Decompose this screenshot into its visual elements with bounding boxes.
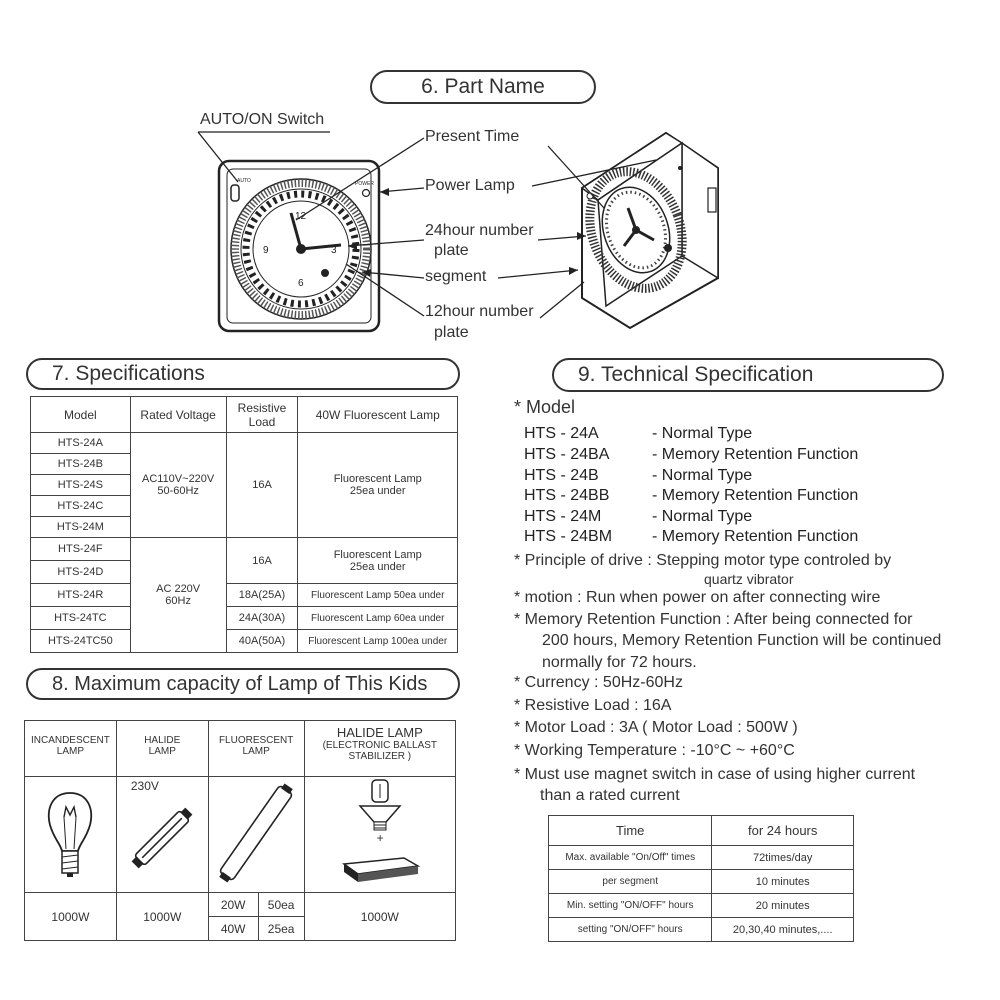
model-row: HTS - 24BM- Memory Retention Function bbox=[524, 528, 859, 545]
incandescent-value: 1000W bbox=[24, 892, 117, 941]
model-row: HTS - 24BB- Memory Retention Function bbox=[524, 487, 859, 504]
halide-ballast-icon bbox=[341, 779, 421, 882]
spec-header-model: Model bbox=[30, 396, 131, 433]
number-plate-12-label-cont: plate bbox=[434, 324, 469, 341]
halide-lamp-icon bbox=[131, 807, 193, 869]
technical-heading: 9. Technical Specification bbox=[552, 358, 944, 392]
spec-model-cell: HTS-24D bbox=[30, 560, 131, 584]
spec-header-load: Resistive Load bbox=[225, 396, 299, 433]
spec-lamp-r: Fluorescent Lamp 50ea under bbox=[297, 583, 458, 607]
spec-model-cell: HTS-24B bbox=[30, 453, 131, 475]
halide-ballast-cell: + bbox=[303, 776, 457, 893]
spec-load-group1: 16A bbox=[225, 432, 299, 538]
model-row: HTS - 24BA- Memory Retention Function bbox=[524, 446, 859, 463]
spec-lamp-tc50: Fluorescent Lamp 100ea under bbox=[297, 629, 458, 653]
fluorescent-lamp-icon bbox=[207, 776, 305, 893]
time-header-right: for 24 hours bbox=[711, 815, 854, 846]
resistive-line: * Resistive Load : 16A bbox=[514, 697, 672, 714]
fluor-40w-count: 25ea bbox=[257, 916, 305, 941]
fluor-40w: 40W bbox=[207, 916, 259, 941]
plus-sign: + bbox=[376, 831, 384, 845]
halide-value: 1000W bbox=[115, 892, 209, 941]
fluor-20w-count: 50ea bbox=[257, 892, 305, 917]
magnet-cont: than a rated current bbox=[540, 787, 680, 804]
spec-load-group2: 16A bbox=[225, 537, 299, 584]
motor-line: * Motor Load : 3A ( Motor Load : 500W ) bbox=[514, 719, 798, 736]
time-table: Time for 24 hours Max. available "On/Off… bbox=[547, 815, 854, 942]
number-plate-24-label: 24hour number bbox=[425, 222, 534, 239]
svg-text:9: 9 bbox=[263, 245, 269, 256]
principle-cont: quartz vibrator bbox=[704, 571, 794, 587]
svg-text:3: 3 bbox=[331, 245, 337, 256]
auto-on-switch-label: AUTO/ON Switch bbox=[200, 111, 325, 128]
number-plate-12-label: 12hour number bbox=[425, 303, 534, 320]
svg-text:6: 6 bbox=[298, 278, 304, 289]
power-lamp-shape bbox=[361, 188, 371, 198]
spec-model-cell: HTS-24A bbox=[30, 432, 131, 454]
number-plate-24-label-cont: plate bbox=[434, 242, 469, 259]
spec-header-voltage: Rated Voltage bbox=[129, 396, 227, 433]
specifications-heading: 7. Specifications bbox=[26, 358, 460, 390]
model-row: HTS - 24B- Normal Type bbox=[524, 467, 753, 484]
timer-perspective-illustration bbox=[580, 131, 719, 330]
motion-line: * motion : Run when power on after conne… bbox=[514, 589, 881, 606]
halide-voltage: 230V bbox=[130, 779, 159, 793]
time-header-left: Time bbox=[547, 815, 713, 846]
magnet-line: * Must use magnet switch in case of usin… bbox=[514, 766, 916, 783]
spec-model-cell: HTS-24C bbox=[30, 495, 131, 517]
spec-model-cell: HTS-24F bbox=[30, 537, 131, 561]
auto-on-switch-shape bbox=[230, 184, 240, 202]
power-lamp-label: Power Lamp bbox=[425, 177, 515, 194]
svg-text:POWER: POWER bbox=[355, 181, 374, 187]
halide-lamp-cell: 230V bbox=[115, 776, 209, 893]
segment-label: segment bbox=[425, 268, 487, 285]
model-list: HTS - 24A- Normal Type HTS - 24BA- Memor… bbox=[524, 425, 858, 549]
spec-load-tc50: 40A(50A) bbox=[225, 629, 299, 653]
spec-model-cell: HTS-24TC50 bbox=[30, 629, 131, 653]
spec-model-cell: HTS-24TC bbox=[30, 606, 131, 630]
part-name-heading: 6. Part Name bbox=[370, 70, 596, 104]
specifications-table: Model Rated Voltage Resistive Load 40W F… bbox=[30, 396, 458, 653]
memory-cont-1: 200 hours, Memory Retention Function wil… bbox=[542, 632, 942, 649]
time-row-label: setting "ON/OFF" hours bbox=[547, 917, 713, 942]
spec-model-cell: HTS-24M bbox=[30, 516, 131, 538]
currency-line: * Currency : 50Hz-60Hz bbox=[514, 674, 683, 691]
present-time-label: Present Time bbox=[425, 128, 520, 145]
working-temp-line: * Working Temperature : -10°C ~ +60°C bbox=[514, 742, 795, 759]
memory-line: * Memory Retention Function : After bein… bbox=[514, 611, 913, 628]
spec-load-tc: 24A(30A) bbox=[225, 606, 299, 630]
halide-ballast-value: 1000W bbox=[303, 892, 457, 941]
spec-model-cell: HTS-24R bbox=[30, 583, 131, 607]
model-title: * Model bbox=[514, 397, 576, 417]
spec-lamp-tc: Fluorescent Lamp 60ea under bbox=[297, 606, 458, 630]
time-row-label: Max. available "On/Off" times bbox=[547, 845, 713, 870]
time-row-label: per segment bbox=[547, 869, 713, 894]
spec-header-lamp: 40W Fluorescent Lamp bbox=[297, 396, 458, 433]
model-row: HTS - 24M- Normal Type bbox=[524, 508, 753, 525]
incandescent-lamp-icon bbox=[24, 776, 117, 893]
time-row-label: Min. setting "ON/OFF" hours bbox=[547, 893, 713, 918]
spec-model-cell: HTS-24S bbox=[30, 474, 131, 496]
time-row-value: 72times/day bbox=[711, 845, 854, 870]
time-row-value: 10 minutes bbox=[711, 869, 854, 894]
spec-load-r: 18A(25A) bbox=[225, 583, 299, 607]
time-row-value: 20 minutes bbox=[711, 893, 854, 918]
memory-cont-2: normally for 72 hours. bbox=[542, 654, 697, 671]
model-row: HTS - 24A- Normal Type bbox=[524, 425, 753, 442]
fluor-20w: 20W bbox=[207, 892, 259, 917]
principle-line: * Principle of drive : Stepping motor ty… bbox=[514, 552, 892, 569]
time-row-value: 20,30,40 minutes,.... bbox=[711, 917, 854, 942]
max-capacity-heading: 8. Maximum capacity of Lamp of This Kids bbox=[26, 668, 460, 700]
part-leader-lines bbox=[197, 131, 657, 319]
svg-text:AUTO: AUTO bbox=[237, 178, 251, 184]
